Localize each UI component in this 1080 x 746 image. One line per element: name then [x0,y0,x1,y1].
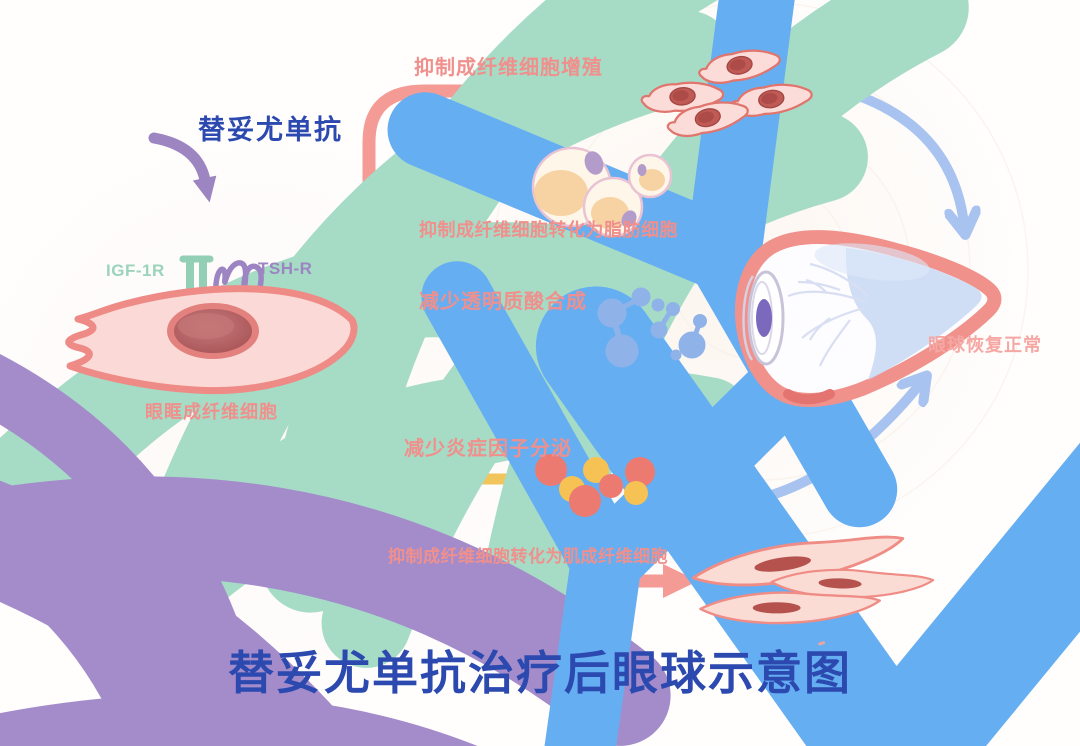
drug-binding-arrow-icon [148,132,217,203]
stray-mark [818,641,826,646]
orbital-fibroblast-illustration [65,285,358,395]
hyaluronic-acid-illustration [597,287,707,368]
igf1r-receptor-label: IGF-1R [106,261,165,280]
pathway-label-reduce-inflammation: 减少炎症因子分泌 [404,438,572,460]
pathway-label-inhibit-proliferation: 抑制成纤维细胞增殖 [414,57,603,79]
pathway-label-inhibit-myofibroblast: 抑制成纤维细胞转化为肌成纤维细胞 [388,547,668,566]
drug-name-label: 替妥尤单抗 [198,115,343,145]
eye-recovery-label: 眼球恢复正常 [928,335,1042,355]
diagram-title: 替妥尤单抗治疗后眼球示意图 [228,647,852,699]
tshr-receptor-label: TSH-R [258,259,313,278]
adipocyte-cells-illustration [531,146,673,238]
inflammatory-factors-illustration [535,454,655,517]
retinal-vessels-icon [787,262,869,367]
pupil-icon [756,299,772,337]
pathway-label-reduce-hyaluronic: 减少透明质酸合成 [419,291,587,313]
orbital-fibroblast-label: 眼眶成纤维细胞 [145,402,278,422]
pathway-label-inhibit-adipocyte: 抑制成纤维细胞转化为脂肪细胞 [419,220,678,240]
tshr-receptor-icon [213,260,264,299]
eye-illustration [734,230,1002,407]
